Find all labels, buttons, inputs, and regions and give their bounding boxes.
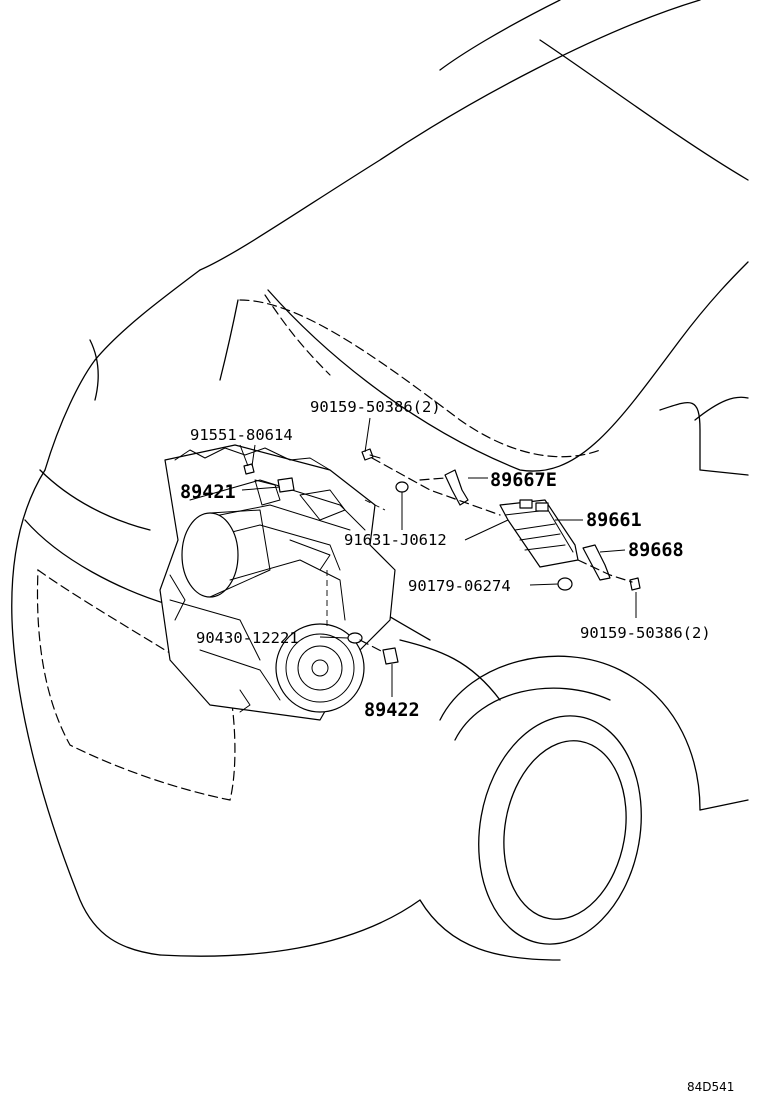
bolt-91551 <box>243 463 255 475</box>
part-labels: 90159-50386(2) 91551-80614 89667E 89421 … <box>180 398 711 721</box>
label-89421: 89421 <box>180 482 236 503</box>
label-90179-06274: 90179-06274 <box>408 577 511 595</box>
ecu-89661 <box>499 499 579 568</box>
small-parts <box>243 448 641 665</box>
sensor-89421 <box>277 477 295 493</box>
bracket-89667e <box>444 469 469 506</box>
label-91551-80614: 91551-80614 <box>190 426 293 444</box>
reference-code: 84D541 <box>687 1080 734 1094</box>
engine-assembly <box>159 444 396 721</box>
label-89667e: 89667E <box>490 470 557 491</box>
bolt-90159-right <box>629 577 641 591</box>
label-91631-j0612: 91631-J0612 <box>344 531 447 549</box>
label-89661: 89661 <box>586 510 642 531</box>
vehicle-outline <box>11 0 749 961</box>
bracket-89668 <box>582 544 611 581</box>
label-90159-50386-top: 90159-50386(2) <box>310 398 441 416</box>
label-89668: 89668 <box>628 540 684 561</box>
label-90430-12221: 90430-12221 <box>196 629 299 647</box>
leader-lines <box>239 417 637 697</box>
label-89422: 89422 <box>364 700 420 721</box>
nut-90179 <box>557 577 573 591</box>
bolt-91631-icon <box>395 481 409 501</box>
sensor-89422 <box>382 647 399 665</box>
label-90159-50386-right: 90159-50386(2) <box>580 624 711 642</box>
